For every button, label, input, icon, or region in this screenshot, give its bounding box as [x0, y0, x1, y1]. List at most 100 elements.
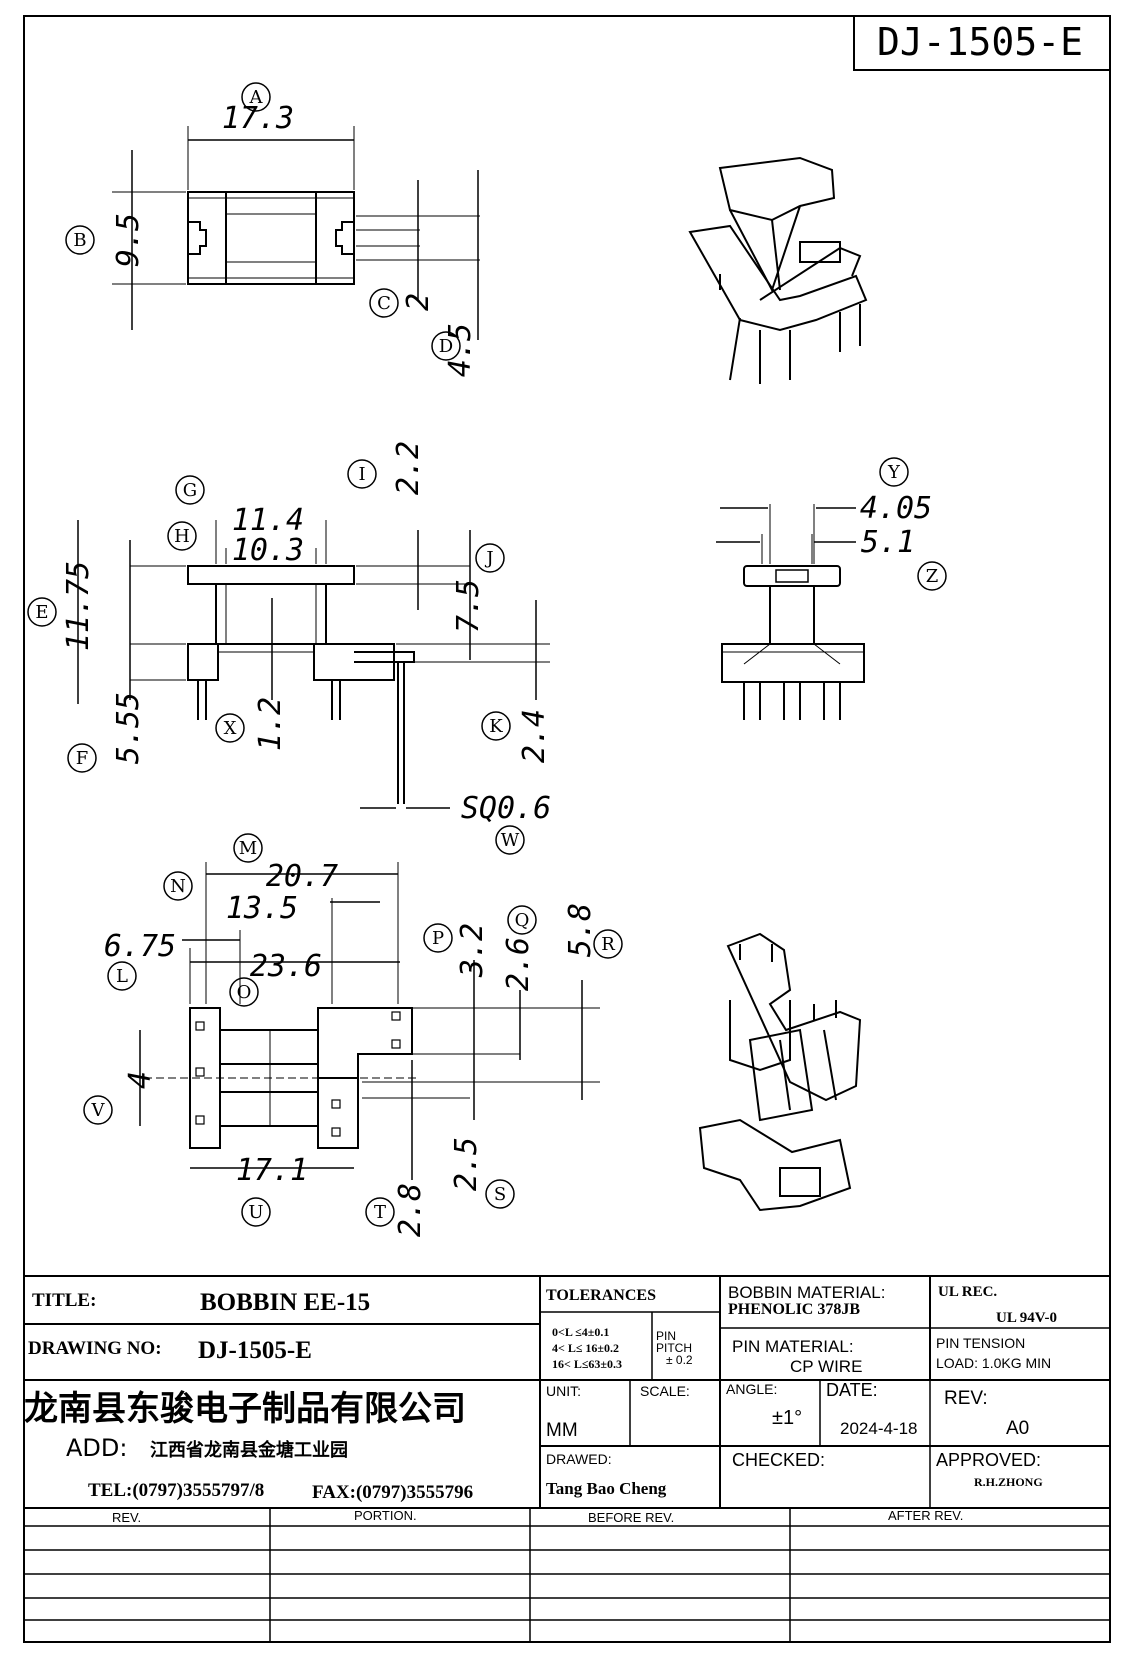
unit-value: MM	[546, 1420, 578, 1441]
dim-n-value: 13.5	[226, 891, 298, 926]
dim-s-value: 2.5	[449, 1137, 484, 1191]
dim-b-value: 9.5	[111, 213, 146, 267]
title-value: BOBBIN EE-15	[200, 1289, 370, 1316]
sheet-border	[23, 15, 1111, 1643]
checked-label: CHECKED:	[732, 1450, 825, 1470]
approved-value: R.H.ZHONG	[974, 1475, 1043, 1489]
rev-table-header-portion: PORTION.	[354, 1508, 417, 1523]
drawing-no-label: DRAWING NO:	[28, 1338, 162, 1359]
iso-view-top	[688, 156, 868, 384]
drawed-value: Tang Bao Cheng	[546, 1479, 667, 1498]
scale-label: SCALE:	[640, 1383, 690, 1399]
bobbin-material-value: PHENOLIC 378JB	[728, 1301, 860, 1318]
tolerances-label: TOLERANCES	[546, 1287, 656, 1304]
pin-material-value: CP WIRE	[790, 1357, 862, 1376]
label-l: L	[116, 966, 128, 987]
dim-t-value: 2.8	[393, 1183, 428, 1237]
label-c: C	[377, 293, 391, 314]
dim-u-value: 17.1	[236, 1153, 308, 1188]
angle-label: ANGLE:	[726, 1381, 777, 1397]
tolerance-line-2: 4< L≤ 16±0.2	[552, 1341, 619, 1355]
rev-label: REV:	[944, 1388, 988, 1409]
dim-g-value: 11.4	[232, 503, 304, 538]
label-x: X	[224, 718, 237, 739]
front-view	[77, 520, 550, 809]
label-w: W	[501, 830, 520, 851]
dim-v-value: 4	[123, 1071, 158, 1089]
label-h: H	[174, 526, 190, 547]
dim-l-value: 6.75	[104, 929, 176, 964]
label-z: Z	[926, 566, 939, 587]
label-r: R	[601, 934, 615, 955]
approved-label: APPROVED:	[936, 1450, 1041, 1470]
pin-pitch-value: ± 0.2	[666, 1353, 693, 1367]
label-v: V	[91, 1100, 106, 1121]
unit-label: UNIT:	[546, 1383, 581, 1399]
dim-k-value: 2.4	[517, 709, 552, 763]
ul-rec-value: UL 94V-0	[996, 1310, 1057, 1326]
pin-tension-value: LOAD: 1.0KG MIN	[936, 1355, 1051, 1371]
dim-w-value: SQ0.6	[461, 791, 551, 826]
label-m: M	[239, 838, 257, 859]
date-label: DATE:	[826, 1380, 878, 1400]
dim-r-value: 5.8	[563, 903, 598, 957]
dim-q-value: 2.6	[501, 937, 536, 991]
front-view-labels: G I H J E F X K W	[27, 459, 525, 855]
label-a: A	[249, 87, 264, 108]
tolerance-line-3: 16< L≤63±0.3	[552, 1357, 622, 1371]
rev-table-header-before: BEFORE REV.	[588, 1510, 674, 1525]
label-p: P	[432, 928, 444, 949]
tel-text: TEL:(0797)3555797/8	[88, 1480, 264, 1501]
pin-pitch-label-2: PITCH	[656, 1341, 692, 1355]
label-f: F	[76, 748, 89, 769]
date-value: 2024-4-18	[840, 1419, 918, 1438]
bottom-view-labels: M N L O P Q R V U T S	[83, 833, 623, 1227]
pin-material-label: PIN MATERIAL:	[732, 1337, 854, 1356]
fax-text: FAX:(0797)3555796	[312, 1482, 473, 1503]
dim-c-value: 2	[401, 293, 436, 311]
label-e: E	[35, 602, 48, 623]
dim-m-value: 20.7	[266, 859, 338, 894]
label-t: T	[374, 1202, 386, 1223]
front-top-flange	[187, 565, 355, 585]
company-name: 龙南县东骏电子制品有限公司	[24, 1389, 466, 1429]
add-label: ADD:	[66, 1434, 127, 1462]
title-block	[24, 1275, 1110, 1642]
dim-i-value: 2.2	[391, 441, 426, 495]
title-label: TITLE:	[32, 1290, 96, 1311]
bottom-view	[139, 862, 600, 1180]
address-text: 江西省龙南县金塘工业园	[150, 1439, 348, 1461]
dim-f-value: 5.55	[111, 692, 146, 764]
dim-e-value: 11.75	[61, 561, 96, 651]
top-view-body	[187, 191, 355, 285]
drawed-label: DRAWED:	[546, 1451, 612, 1467]
dim-z-value: 5.1	[861, 525, 915, 560]
iso-view-bottom	[698, 932, 862, 1212]
label-g: G	[183, 480, 197, 501]
label-o: O	[237, 982, 252, 1003]
side-view-labels: Y Z	[879, 457, 947, 591]
dim-h-value: 10.3	[232, 533, 304, 568]
label-q: Q	[515, 910, 530, 931]
dim-p-value: 3.2	[455, 923, 490, 978]
dim-a-value: 17.3	[222, 101, 294, 136]
label-y: Y	[887, 462, 901, 483]
side-view	[716, 504, 865, 720]
drawing-number-box-text: DJ-1505-E	[877, 20, 1083, 64]
label-n: N	[170, 876, 186, 897]
drawing-no-value: DJ-1505-E	[198, 1337, 312, 1364]
dim-j-value: 7.5	[451, 579, 486, 633]
dim-o-value: 23.6	[250, 949, 322, 984]
dim-y-value: 4.05	[860, 491, 932, 526]
drawing-number-box	[853, 15, 1111, 71]
top-view-labels: A B C D	[65, 82, 461, 361]
label-b: B	[73, 230, 86, 251]
tolerance-line-1: 0<L ≤4±0.1	[552, 1325, 609, 1339]
ul-rec-label: UL REC.	[938, 1284, 997, 1300]
rev-table-header-rev: REV.	[112, 1510, 141, 1525]
rev-value: A0	[1006, 1418, 1029, 1439]
rev-table-header-after: AFTER REV.	[888, 1508, 963, 1523]
pin-pitch-label-1: PIN	[656, 1329, 676, 1343]
dim-x-value: 1.2	[253, 697, 288, 751]
